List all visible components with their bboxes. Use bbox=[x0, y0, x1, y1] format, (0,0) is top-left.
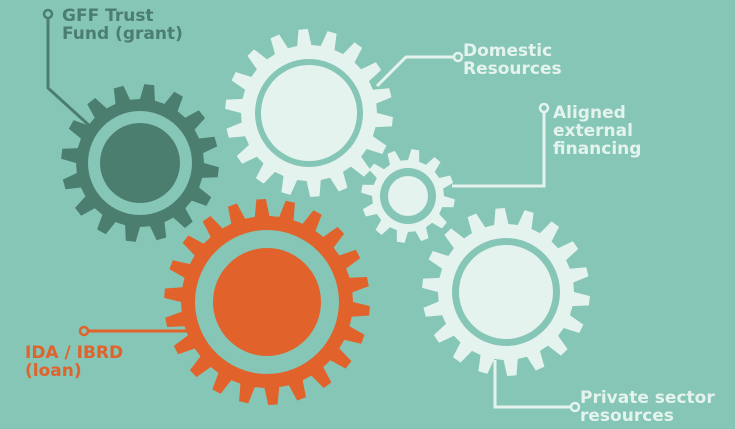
label-private-sector-resources: Private sector resources bbox=[580, 388, 715, 426]
gear-domestic-hub bbox=[261, 65, 357, 161]
dot-gff bbox=[42, 8, 54, 20]
connector-dots bbox=[42, 8, 581, 413]
label-domestic-resources: Domestic Resources bbox=[463, 41, 562, 79]
connector-private bbox=[493, 360, 572, 409]
gear-gff bbox=[61, 84, 219, 242]
gear-private bbox=[422, 208, 590, 376]
connector-domestic bbox=[375, 55, 455, 88]
label-ida-ibrd-loan: IDA / IBRD (loan) bbox=[25, 343, 124, 381]
gear-gff-hub bbox=[100, 123, 180, 203]
dot-ida bbox=[78, 325, 90, 337]
gear-ida-hub bbox=[213, 248, 321, 356]
connector-gff bbox=[46, 16, 94, 130]
gear-domestic bbox=[225, 29, 393, 197]
gear-layer bbox=[61, 29, 590, 405]
dot-aligned bbox=[538, 102, 550, 114]
connector-aligned bbox=[452, 110, 546, 188]
gear-aligned-hub bbox=[388, 176, 428, 216]
dot-domestic bbox=[452, 51, 464, 63]
label-aligned-external-financing: Aligned external financing bbox=[553, 103, 642, 159]
gear-private-hub bbox=[459, 245, 553, 339]
gear-ida bbox=[164, 199, 370, 405]
dot-private bbox=[569, 401, 581, 413]
label-gff-trust-fund: GFF Trust Fund (grant) bbox=[62, 6, 183, 44]
gear-aligned bbox=[361, 149, 455, 243]
